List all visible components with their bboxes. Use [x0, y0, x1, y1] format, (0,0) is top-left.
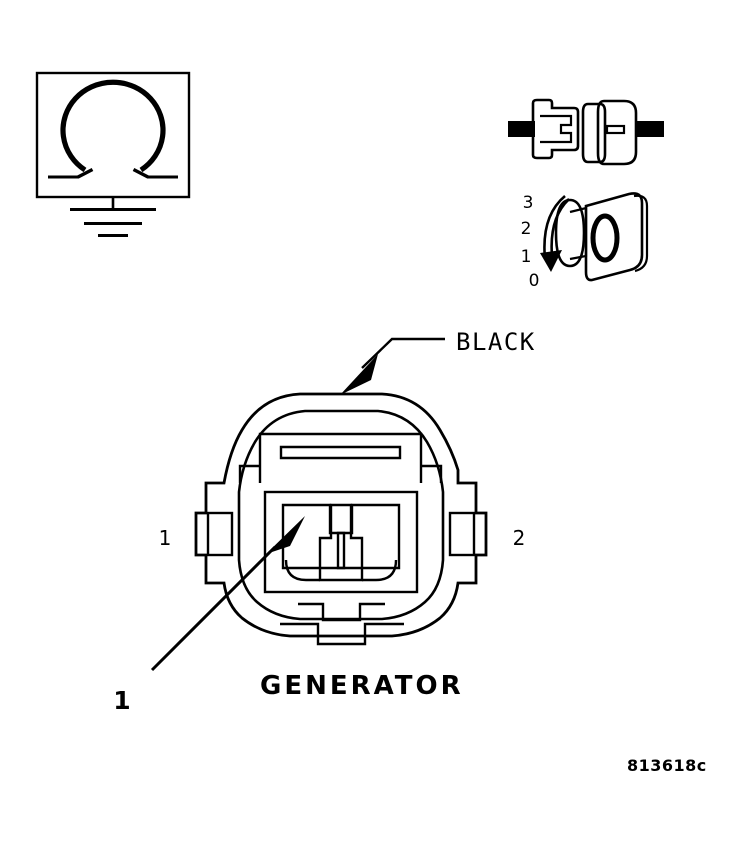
right-connector-slot [605, 124, 626, 135]
connector-inner-shell [237, 409, 445, 621]
ohmmeter-ground-symbol [35, 71, 191, 237]
generator-connector-face: 1 2 [159, 392, 526, 646]
scale-value-1: 1 [521, 247, 532, 267]
left-connector-blade [540, 114, 573, 144]
pin-number-2: 2 [513, 526, 526, 550]
bottom-tab-lower [280, 622, 404, 646]
scale-value-0: 0 [529, 271, 540, 291]
wire-color-callout: BLACK [340, 328, 536, 395]
bottom-tab-upper [298, 602, 385, 622]
motion-arrow-inner [550, 198, 570, 257]
left-connector-body [531, 98, 580, 160]
pin-number-1: 1 [159, 526, 172, 550]
callout-1-arrowhead [266, 516, 305, 554]
black-leader-arrowhead [340, 354, 378, 395]
latch-outer [258, 432, 423, 483]
left-locking-ear [206, 511, 234, 557]
connector-disconnect-detail: 3 2 1 0 [521, 192, 649, 291]
motion-arrow-outer [543, 195, 566, 260]
detail-rear-ring [554, 198, 586, 268]
detail-block-edge [633, 194, 649, 273]
terminal-cavity-2 [336, 503, 401, 570]
callout-1-label: 1 [113, 686, 130, 715]
scale-value-2: 2 [521, 219, 532, 239]
terminal-block-housing [263, 490, 419, 594]
latch-shoulders [238, 464, 443, 483]
motion-arrowhead [540, 250, 562, 272]
omega-arc [60, 79, 166, 173]
component-name-label: GENERATOR [260, 671, 464, 701]
wire-color-label: BLACK [456, 328, 536, 356]
detail-front-block [584, 192, 644, 282]
right-locking-ear [448, 511, 476, 557]
callout-1: 1 [113, 516, 305, 715]
cavity-inner-curves [284, 559, 398, 582]
omega-feet-angles [77, 167, 149, 179]
figure-id-label: 813618c [627, 756, 707, 775]
latch-window [279, 445, 402, 460]
right-connector-body [596, 99, 638, 166]
black-leader-line [361, 337, 445, 369]
callout-1-leader [150, 545, 277, 672]
right-connector-collar [581, 102, 607, 164]
detail-oval-hole [590, 213, 620, 263]
scale-value-3: 3 [523, 193, 534, 213]
connector-mate-illustration [508, 98, 664, 166]
right-wire-stub [635, 121, 664, 137]
connector-outer-shell [194, 392, 488, 638]
left-wire-stub [508, 121, 535, 137]
